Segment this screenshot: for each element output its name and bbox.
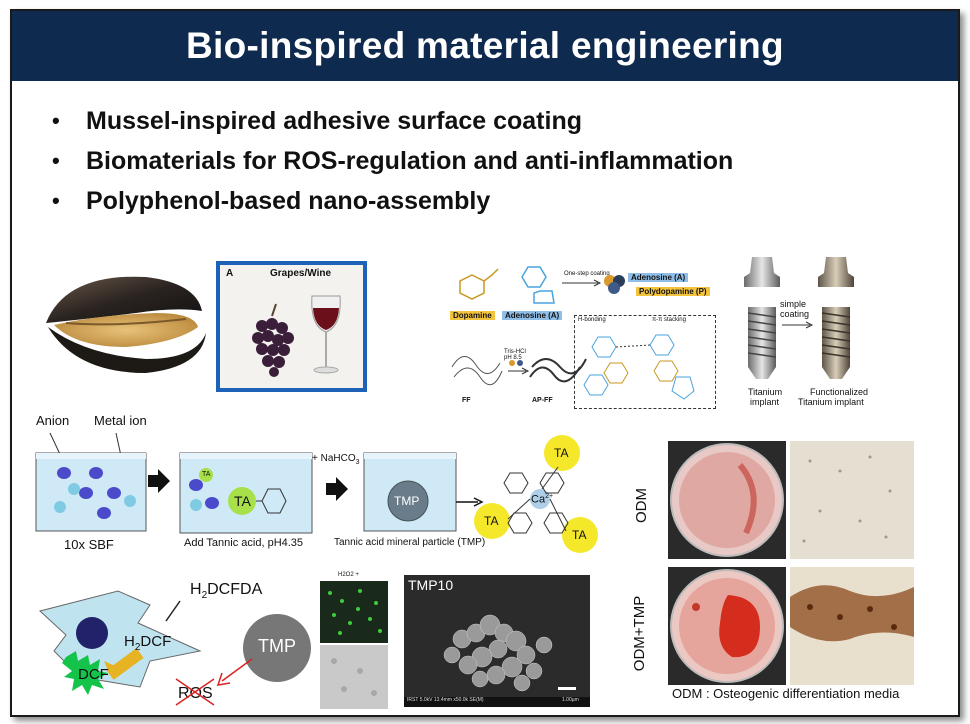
anion-label: Anion (36, 413, 70, 428)
dopamine-structure (459, 268, 499, 300)
ta-small-label: TA (202, 471, 211, 478)
bullet-item: Mussel-inspired adhesive surface coating (52, 101, 733, 141)
dcf-label: DCF (78, 666, 109, 683)
legend-adenosine: Adenosine (A) (628, 273, 689, 282)
bullet-list: Mussel-inspired adhesive surface coating… (52, 101, 733, 221)
one-step-label: One-step coating (564, 271, 610, 277)
bullet-item: Polyphenol-based nano-assembly (52, 181, 733, 221)
mussel-image (46, 276, 206, 373)
metal-ion-label: Metal ion (94, 413, 147, 428)
functionalized-label: Functionalized (810, 387, 869, 397)
tmp-arrow (456, 497, 484, 507)
ta-complex-3: TA (572, 528, 587, 542)
sem-footer: IRST 5.0kV 13.4mm x50.0k SE(M) (407, 697, 484, 703)
ta-label: TA (234, 493, 251, 509)
adenosine-label: Adenosine (A) (502, 311, 563, 320)
ros-blocked-icon (175, 678, 215, 706)
fiber-structure (451, 356, 587, 386)
odm-tmp-well-image (668, 567, 786, 685)
bonding-inset (574, 315, 716, 409)
grapes-label: Grapes/Wine (270, 268, 332, 279)
micro-label: H2O2 + (338, 572, 359, 578)
slide-title: Bio-inspired material engineering (12, 11, 958, 81)
ca-label: Ca2+ (531, 493, 554, 506)
h2dcfda-label: H2DCFDA (190, 581, 263, 602)
h2dcf-label: H2DCF (124, 633, 172, 653)
adenosine-structure (521, 266, 555, 304)
cell-diagram (38, 590, 202, 695)
sbf-label: 10x SBF (64, 537, 114, 552)
grapes-panel (216, 261, 367, 392)
process-arrow-icon-2 (326, 477, 348, 501)
add-ta-label: Add Tannic acid, pH4.35 (184, 537, 304, 549)
tannic-acid-beaker (179, 452, 313, 534)
ff-label: FF (462, 397, 471, 404)
ta-complex-1: TA (554, 446, 569, 460)
process-arrow-icon (148, 469, 170, 493)
nahco3-label: + NaHCO3 (312, 453, 360, 466)
h-bonding-label: H-bonding (578, 317, 606, 323)
grapes-tag: A (226, 268, 234, 279)
odm-micro-image (790, 441, 914, 559)
bullet-item: Biomaterials for ROS-regulation and anti… (52, 141, 733, 181)
simple-label: simple (780, 299, 807, 309)
tmp-name-label: Tannic acid mineral particle (TMP) (334, 537, 486, 548)
odm-tmp-label: ODM+TMP (631, 595, 649, 672)
ca-ta-complex (474, 435, 598, 553)
coating-arrow (782, 321, 814, 329)
apff-label: AP-FF (532, 397, 553, 404)
tmp-scavenger-label: TMP (258, 636, 296, 656)
odm-label: ODM (633, 488, 650, 523)
pi-stacking-label: π-π stacking (652, 317, 686, 323)
grapes-wine-image (252, 295, 341, 377)
functionalized-label-2: Titanium implant (798, 397, 864, 407)
tmp-beaker (363, 452, 457, 532)
tmp-bubble-label: TMP (394, 494, 420, 508)
one-step-arrow (562, 279, 602, 287)
scavenge-arrow (216, 658, 253, 686)
odm-tmp-micro-image (790, 567, 914, 685)
sem-label: TMP10 (408, 577, 454, 593)
functionalized-implant-image (818, 257, 854, 379)
fluorescence-micrograph (320, 581, 388, 709)
titanium-implant-image (744, 257, 780, 379)
titanium-label-2: implant (750, 397, 780, 407)
dopamine-label: Dopamine (450, 311, 495, 320)
sem-image (404, 575, 590, 707)
ta-complex-2: TA (484, 514, 499, 528)
tris-label: Tris-HCl pH 8.5 (504, 349, 526, 361)
sem-scale: 1.00µm (562, 697, 579, 703)
tmp-scavenger (243, 614, 311, 682)
coating-label: coating (780, 309, 810, 319)
nanoparticle-icon (604, 275, 625, 294)
sbf-beaker (35, 432, 147, 532)
slide-frame: Bio-inspired material engineering Mussel… (10, 9, 960, 717)
odm-well-image (668, 441, 786, 559)
odm-caption: ODM : Osteogenic differentiation media (672, 686, 900, 701)
titanium-label: Titanium (748, 387, 783, 397)
legend-polydopamine: Polydopamine (P) (636, 287, 710, 296)
bonding-structure (583, 334, 695, 400)
